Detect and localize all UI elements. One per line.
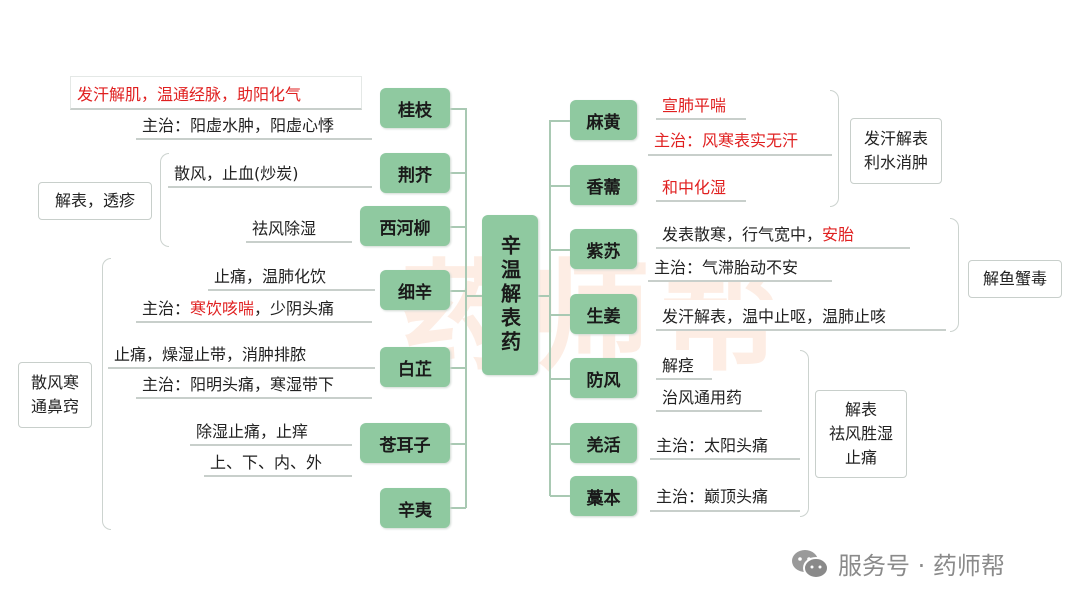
center-node[interactable]: 辛温解表药 [482, 215, 538, 375]
footer-account: 服务号 · 药师帮 [790, 546, 1005, 581]
node-xinyi[interactable]: 辛夷 [380, 488, 450, 528]
node-jingjie[interactable]: 荆芥 [380, 153, 450, 193]
qianghuo-indication: 主治：太阳头痛 [650, 429, 800, 460]
bracket [830, 90, 839, 207]
group-jieyuxiedu: 解鱼蟹毒 [968, 260, 1062, 298]
fangfeng-effect: 解痉 [656, 350, 712, 380]
node-xixin[interactable]: 细辛 [380, 270, 450, 310]
cangerzi-scope: 上、下、内、外 [204, 447, 352, 477]
group-fahan-lishui: 发汗解表利水消肿 [850, 118, 942, 184]
connector [466, 295, 482, 297]
jingjie-effect: 散风，止血(炒炭) [168, 157, 372, 188]
label-text: 主治： [142, 299, 191, 318]
bracket [950, 218, 959, 332]
node-mahuang[interactable]: 麻黄 [570, 100, 637, 140]
node-xiangru[interactable]: 香薷 [570, 165, 637, 205]
cangerzi-effect: 除湿止痛，止痒 [190, 416, 352, 446]
group-line: 解表 [844, 400, 877, 419]
group-line: 发汗解表 [863, 129, 928, 148]
connector [550, 378, 570, 380]
node-cangerzi[interactable]: 苍耳子 [360, 423, 450, 463]
shengjiang-effect: 发汗解表，温中止呕，温肺止咳 [656, 300, 946, 331]
connector [450, 507, 466, 509]
node-xiheliu[interactable]: 西河柳 [360, 206, 450, 246]
connector [450, 367, 466, 369]
group-line: 散风寒 [30, 373, 79, 392]
bracket [160, 153, 169, 247]
node-qianghuo[interactable]: 羌活 [570, 423, 637, 463]
connector [550, 185, 570, 187]
label-highlight: 寒饮咳喘 [190, 299, 255, 318]
wechat-icon [792, 549, 829, 579]
group-jiebiao-touzhen: 解表，透疹 [38, 182, 152, 220]
xiangru-effect: 和中化湿 [656, 172, 746, 202]
group-line: 利水消肿 [863, 153, 928, 172]
xixin-effect: 止痛，温肺化饮 [208, 261, 375, 291]
guizhi-indication: 主治：阳虚水肿，阳虚心悸 [136, 110, 372, 140]
zisu-effect: 发表散寒，行气宽中，安胎 [656, 218, 910, 249]
label-text: ，少阴头痛 [254, 299, 335, 318]
node-baizhi[interactable]: 白芷 [380, 347, 450, 387]
group-line: 止痛 [844, 448, 877, 467]
xixin-indication: 主治：寒饮咳喘，少阴头痛 [136, 293, 372, 323]
bracket [102, 258, 111, 530]
label-text: 发表散寒，行气宽中， [662, 224, 823, 244]
group-line: 祛风胜湿 [828, 424, 893, 443]
node-shengjiang[interactable]: 生姜 [570, 294, 637, 334]
connector [550, 314, 570, 316]
connector [450, 443, 466, 445]
left-trunk-line [465, 108, 467, 508]
group-sanfenghan: 散风寒通鼻窍 [18, 362, 92, 428]
zisu-indication: 主治：气滞胎动不安 [648, 251, 832, 282]
connector [450, 172, 466, 174]
node-fangfeng[interactable]: 防风 [570, 358, 637, 398]
mahuang-effect: 宣肺平喘 [656, 90, 746, 120]
group-line: 通鼻窍 [30, 397, 79, 416]
connector [550, 249, 570, 251]
bracket [800, 350, 809, 517]
group-jiebiao-qufeng: 解表祛风胜湿止痛 [815, 390, 907, 478]
node-zisu[interactable]: 紫苏 [570, 229, 637, 269]
baizhi-indication: 主治：阳明头痛，寒湿带下 [136, 369, 372, 399]
baizhi-effect: 止痛，燥湿止带，消肿排脓 [108, 339, 375, 369]
connector [550, 495, 570, 497]
connector [550, 443, 570, 445]
xiheliu-effect: 祛风除湿 [246, 213, 352, 243]
connector [450, 226, 466, 228]
label-highlight: 安胎 [822, 224, 855, 244]
connector [450, 290, 466, 292]
connector [538, 295, 550, 297]
fangfeng-note: 治风通用药 [656, 382, 762, 412]
node-guizhi[interactable]: 桂枝 [380, 88, 450, 128]
node-gaoben[interactable]: 藁本 [570, 476, 637, 516]
connector [450, 108, 466, 110]
guizhi-effect: 发汗解肌，温通经脉，助阳化气 [70, 76, 362, 110]
gaoben-indication: 主治：巅顶头痛 [650, 480, 800, 512]
footer-text: 服务号 · 药师帮 [838, 552, 1005, 580]
connector [550, 120, 570, 122]
right-trunk-line [549, 120, 551, 496]
mahuang-indication: 主治：风寒表实无汗 [648, 124, 832, 156]
